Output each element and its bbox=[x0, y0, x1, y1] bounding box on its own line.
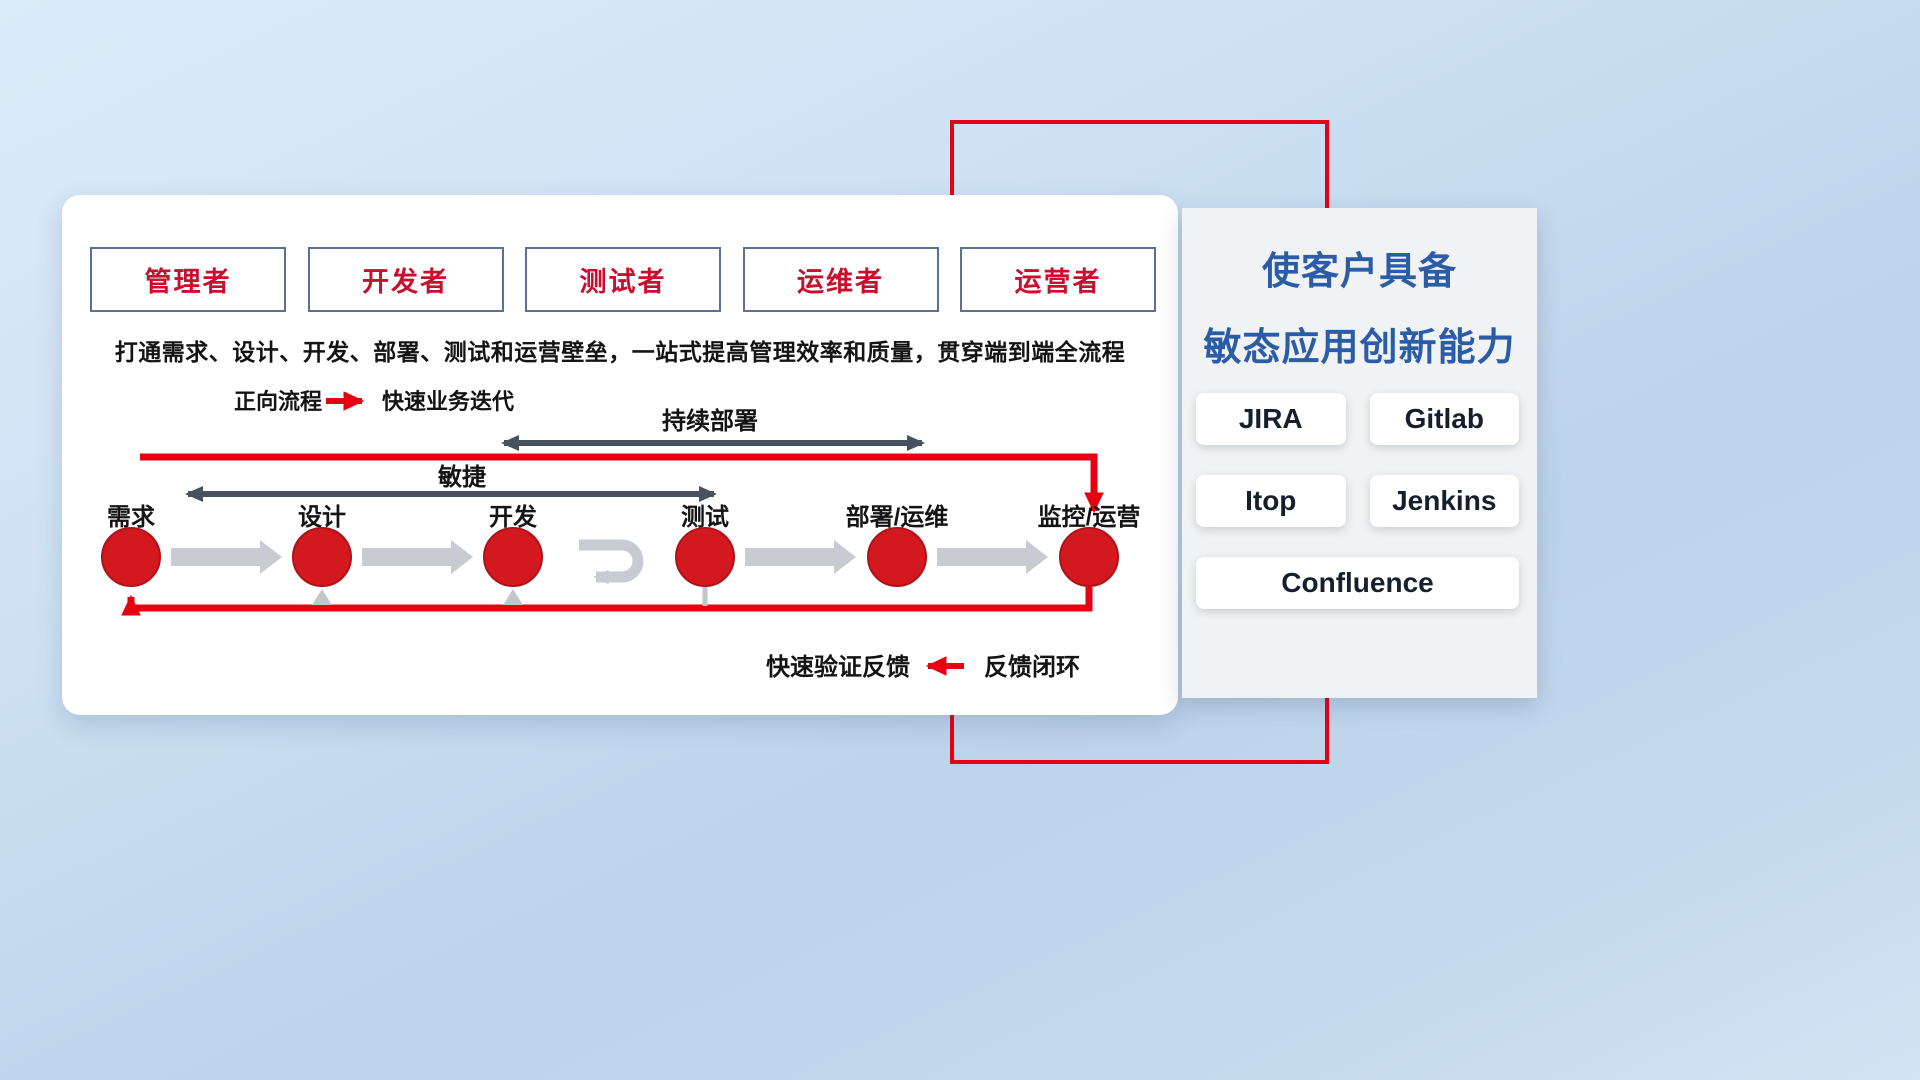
node-label-test: 测试 bbox=[681, 504, 729, 531]
forward-legend-label: 正向流程 bbox=[234, 389, 322, 414]
role-box-manager: 管理者 bbox=[90, 247, 286, 312]
feedback-flow-arrow bbox=[121, 587, 1093, 616]
tool-chip-confluence: Confluence bbox=[1196, 557, 1519, 609]
node-label-requirements: 需求 bbox=[107, 504, 155, 531]
flow-description: 打通需求、设计、开发、部署、测试和运营壁垒，一站式提高管理效率和质量，贯穿端到端… bbox=[114, 339, 1126, 365]
node-label-develop: 开发 bbox=[489, 503, 537, 531]
role-box-operator: 运营者 bbox=[960, 247, 1156, 312]
tool-chip-itop: Itop bbox=[1196, 475, 1346, 527]
node-circle-design bbox=[292, 527, 352, 587]
agile-label: 敏捷 bbox=[437, 464, 486, 491]
role-box-ops: 运维者 bbox=[742, 247, 939, 312]
capability-title: 使客户具备 敏态应用创新能力 bbox=[1182, 234, 1537, 386]
tool-grid: JIRA Gitlab Itop Jenkins Confluence bbox=[1196, 393, 1519, 609]
capability-panel: 使客户具备 敏态应用创新能力 JIRA Gitlab Itop Jenkins … bbox=[1182, 208, 1537, 698]
uplink-design-icon bbox=[312, 589, 332, 605]
role-box-tester: 测试者 bbox=[525, 247, 721, 312]
tool-chip-jira: JIRA bbox=[1196, 393, 1346, 445]
node-label-design: 设计 bbox=[298, 504, 346, 531]
role-row: 管理者 开发者 测试者 运维者 运营者 bbox=[90, 247, 1156, 312]
tool-chip-jenkins: Jenkins bbox=[1369, 475, 1519, 527]
flow-diagram: 正向流程 快速业务迭代 持续部署 敏捷 需求 设计 开发 测试 部署/运维 监控… bbox=[101, 389, 1141, 681]
node-label-monitor-op: 监控/运营 bbox=[1038, 503, 1141, 531]
forward-legend-value: 快速业务迭代 bbox=[382, 389, 514, 414]
step-arrow-1-icon bbox=[171, 540, 282, 574]
tool-chip-gitlab: Gitlab bbox=[1369, 393, 1519, 445]
capability-title-line1: 使客户具备 bbox=[1261, 251, 1457, 293]
node-circle-test bbox=[675, 527, 735, 587]
iteration-uturn-arrow-icon bbox=[579, 539, 644, 585]
continuous-deployment-label: 持续部署 bbox=[662, 407, 758, 435]
step-arrow-4-icon bbox=[937, 540, 1048, 574]
node-label-deploy-ops: 部署/运维 bbox=[846, 503, 949, 531]
capability-title-line2: 敏态应用创新能力 bbox=[1203, 327, 1516, 369]
node-circle-deploy-ops bbox=[867, 527, 927, 587]
uplink-develop-icon bbox=[503, 589, 523, 605]
step-arrow-3-icon bbox=[745, 540, 856, 574]
feedback-legend-value: 反馈闭环 bbox=[984, 654, 1080, 681]
node-circle-monitor-op bbox=[1059, 527, 1119, 587]
node-circle-develop bbox=[483, 527, 543, 587]
feedback-legend-label: 快速验证反馈 bbox=[766, 653, 910, 681]
forward-flow-arrow bbox=[140, 453, 1104, 514]
node-circle-requirements bbox=[101, 527, 161, 587]
devops-flow-panel: 管理者 开发者 测试者 运维者 运营者 打通需求、设计、开发、部署、测试和运营壁… bbox=[62, 195, 1178, 715]
step-arrow-2-icon bbox=[362, 540, 473, 574]
role-box-developer: 开发者 bbox=[307, 247, 504, 312]
